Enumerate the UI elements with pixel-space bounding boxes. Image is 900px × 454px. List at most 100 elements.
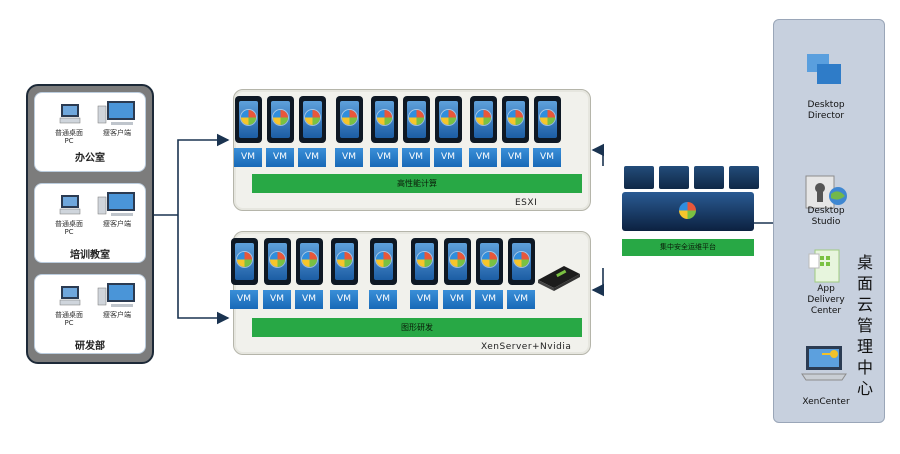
- platform-module: [729, 166, 759, 189]
- vm-label: VM: [434, 148, 462, 167]
- windows-logo-icon: [679, 202, 696, 219]
- thin-client-label: 瘦客户端: [103, 129, 131, 137]
- vm-host-tile: [267, 96, 294, 143]
- vm-host-tile: [411, 238, 438, 285]
- desktop-pc-label: 普通桌面 PC: [55, 220, 83, 236]
- xencenter-label: XenCenter: [802, 397, 850, 407]
- windows-7-logo-icon: [337, 252, 352, 267]
- vm-host-tile: [299, 96, 326, 143]
- windows-7-logo-icon: [482, 252, 497, 267]
- thin-client-icon: [97, 192, 135, 216]
- thin-client-label: 瘦客户端: [103, 220, 131, 228]
- vm-label: VM: [443, 290, 471, 309]
- windows-7-logo-icon: [540, 110, 555, 125]
- vm-host-tile: [444, 238, 471, 285]
- management-center-title: 桌面云管理中心: [856, 253, 873, 398]
- xenserver-bar: 图形研发: [252, 318, 582, 337]
- app-delivery-center-icon: [808, 249, 840, 283]
- vm-label: VM: [369, 290, 397, 309]
- desktop-director-label: Desktop Director: [807, 100, 845, 121]
- desktop-studio-icon: [805, 175, 847, 209]
- platform-module: [659, 166, 689, 189]
- site-name: 办公室: [75, 153, 105, 164]
- vm-label: VM: [335, 148, 363, 167]
- windows-7-logo-icon: [273, 110, 288, 125]
- vm-label: VM: [234, 148, 262, 167]
- platform-module: [694, 166, 724, 189]
- vm-label: VM: [230, 290, 258, 309]
- platform-module: [624, 166, 654, 189]
- desktop-pc-label: 普通桌面 PC: [55, 311, 83, 327]
- windows-7-logo-icon: [409, 110, 424, 125]
- windows-7-logo-icon: [237, 252, 252, 267]
- desktop-pc-label: 普通桌面 PC: [55, 129, 83, 145]
- vm-label: VM: [330, 290, 358, 309]
- windows-7-logo-icon: [476, 110, 491, 125]
- windows-7-logo-icon: [270, 252, 285, 267]
- vm-label: VM: [501, 148, 529, 167]
- vm-host-tile: [336, 96, 363, 143]
- vm-host-tile: [231, 238, 258, 285]
- vm-host-tile: [371, 96, 398, 143]
- vm-label: VM: [266, 148, 294, 167]
- windows-7-logo-icon: [417, 252, 432, 267]
- client-sites-panel: 普通桌面 PC 瘦客户端 办公室 普通桌面 PC 瘦客户端 培训教室 普通桌面 …: [26, 84, 154, 364]
- vm-label: VM: [402, 148, 430, 167]
- vm-label: VM: [469, 148, 497, 167]
- vm-host-tile: [403, 96, 430, 143]
- vm-label: VM: [410, 290, 438, 309]
- vm-host-tile: [470, 96, 497, 143]
- cloud-desktop-management-center: Desktop Director Desktop Studio App Deli…: [773, 19, 885, 423]
- thin-client-label: 瘦客户端: [103, 311, 131, 319]
- security-platform-label: 集中安全运维平台: [622, 239, 754, 256]
- windows-7-logo-icon: [305, 110, 320, 125]
- vm-host-tile: [435, 96, 462, 143]
- desktop-studio-label: Desktop Studio: [807, 206, 845, 227]
- vm-host-tile: [370, 238, 397, 285]
- gpu-card-icon: [538, 266, 580, 291]
- windows-7-logo-icon: [508, 110, 523, 125]
- windows-7-logo-icon: [376, 252, 391, 267]
- site-name: 培训教室: [70, 250, 110, 261]
- esxi-name: ESXI: [515, 198, 538, 208]
- windows-7-logo-icon: [377, 110, 392, 125]
- vm-host-tile: [502, 96, 529, 143]
- windows-7-logo-icon: [342, 110, 357, 125]
- windows-7-logo-icon: [302, 252, 317, 267]
- site-office: 普通桌面 PC 瘦客户端 办公室: [34, 92, 146, 172]
- site-name: 研发部: [75, 341, 105, 352]
- desktop-pc-icon: [59, 104, 81, 124]
- desktop-pc-icon: [59, 286, 81, 306]
- vm-host-tile: [296, 238, 323, 285]
- vm-label: VM: [298, 148, 326, 167]
- windows-7-logo-icon: [441, 110, 456, 125]
- desktop-pc-icon: [59, 195, 81, 215]
- windows-7-logo-icon: [241, 110, 256, 125]
- xenserver-name: XenServer+Nvidia: [481, 342, 572, 352]
- vm-label: VM: [507, 290, 535, 309]
- esxi-bar: 高性能计算: [252, 174, 582, 193]
- site-rd-department: 普通桌面 PC 瘦客户端 研发部: [34, 274, 146, 354]
- windows-7-logo-icon: [450, 252, 465, 267]
- vm-host-tile: [264, 238, 291, 285]
- xencenter-icon: [801, 346, 847, 381]
- vm-label: VM: [263, 290, 291, 309]
- security-platform-server: [622, 192, 754, 231]
- vm-host-tile: [508, 238, 535, 285]
- arrow-to-esxi: [177, 133, 230, 215]
- arrow-to-xenserver: [177, 215, 230, 325]
- windows-7-logo-icon: [514, 252, 529, 267]
- thin-client-icon: [97, 101, 135, 125]
- thin-client-icon: [97, 283, 135, 307]
- vm-host-tile: [476, 238, 503, 285]
- vm-host-tile: [235, 96, 262, 143]
- vm-label: VM: [370, 148, 398, 167]
- vm-label: VM: [295, 290, 323, 309]
- vm-host-tile: [534, 96, 561, 143]
- vm-label: VM: [475, 290, 503, 309]
- site-training-room: 普通桌面 PC 瘦客户端 培训教室: [34, 183, 146, 263]
- app-delivery-center-label: App Delivery Center: [807, 284, 845, 316]
- desktop-director-icon: [807, 54, 841, 84]
